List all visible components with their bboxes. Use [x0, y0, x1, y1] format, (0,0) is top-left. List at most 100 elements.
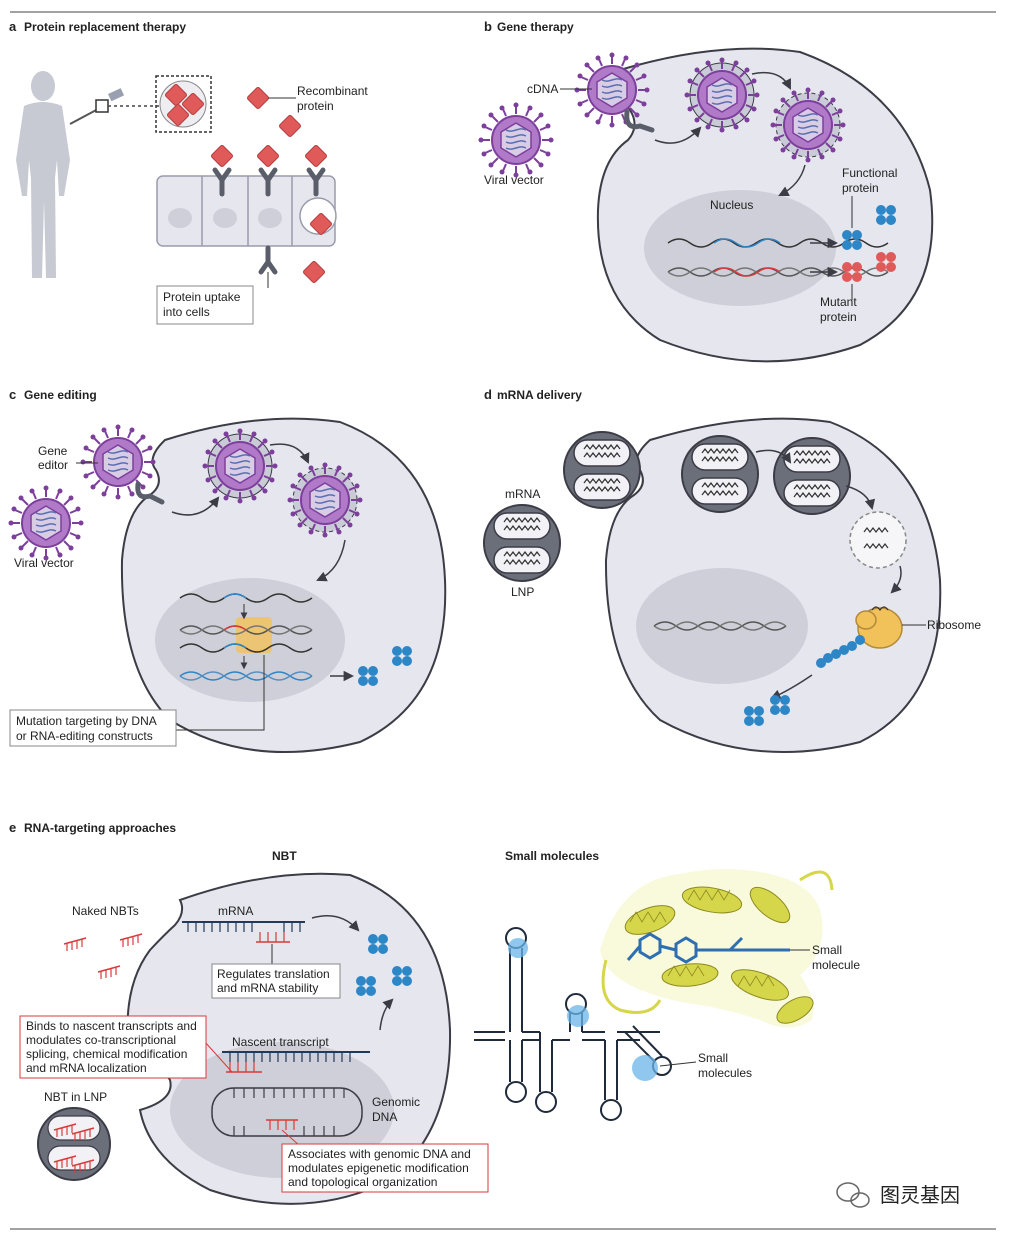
genomic-label-1: Genomic — [372, 1095, 420, 1109]
binds-label-4: and mRNA localization — [26, 1061, 147, 1075]
protein-ribbon-structure — [600, 868, 834, 1028]
panel-d-title: mRNA delivery — [497, 388, 582, 402]
nbt-in-lnp-label: NBT in LNP — [44, 1090, 107, 1104]
ribosome-label: Ribosome — [927, 618, 981, 632]
nucleus — [636, 568, 808, 684]
arrow — [751, 71, 791, 90]
small-molecule-ligand — [626, 932, 790, 964]
cell-layer — [156, 175, 337, 247]
panel-e: e RNA-targeting approaches NBT Small mol… — [9, 820, 960, 1208]
zoom-box — [155, 75, 212, 133]
binds-label-3: splicing, chemical modification — [26, 1047, 187, 1061]
small-molecule-site — [567, 1005, 589, 1027]
lnp-label: LNP — [511, 585, 534, 599]
mrna-strand — [182, 921, 305, 943]
functional-label-1: Functional — [842, 166, 897, 180]
naked-nbts-label: Naked NBTs — [72, 904, 139, 918]
dna-helix — [653, 621, 787, 631]
regulates-callout — [211, 963, 341, 999]
protein-diamond — [278, 114, 302, 138]
small-molecule-site — [508, 938, 528, 958]
panel-a: a Protein replacement therapy Recombinan… — [9, 19, 368, 325]
wechat-icon — [836, 1182, 870, 1208]
uptake-callout — [156, 285, 254, 325]
panel-a-title: Protein replacement therapy — [24, 20, 186, 34]
genomic-label-2: DNA — [372, 1110, 397, 1124]
mrna-label: mRNA — [505, 487, 540, 501]
viral-vector-icon — [477, 101, 555, 179]
viral-vector-icon — [7, 484, 85, 562]
virus-icon — [573, 51, 651, 129]
small-molecule-label-2: molecule — [812, 958, 860, 972]
recombinant-label-1: Recombinant — [297, 84, 368, 98]
small-molecules-label-2: molecules — [698, 1066, 752, 1080]
nbt-icon — [63, 937, 87, 952]
regulates-label-1: Regulates translation — [217, 967, 330, 981]
syringe-icon — [69, 88, 160, 125]
recombinant-protein-icon — [246, 86, 270, 110]
endosome-lnp-icon — [773, 437, 851, 515]
small-molecules-label-1: Small — [698, 1051, 728, 1065]
binds-label-2: modulates co-transcriptional — [26, 1033, 176, 1047]
functional-label-2: protein — [842, 181, 879, 195]
arrow — [890, 565, 902, 594]
mrna-label: mRNA — [218, 904, 253, 918]
nbt-icon — [119, 933, 143, 948]
arrow — [316, 539, 346, 582]
dna-helix — [179, 593, 313, 681]
endosome-virus-icon — [769, 86, 847, 164]
small-molecule-label-1: Small — [812, 943, 842, 957]
panel-d: d mRNA delivery mRNA LNP Ribosome — [483, 387, 981, 753]
protein-diamond — [256, 144, 280, 168]
mutation-label-2: or RNA-editing constructs — [16, 729, 153, 743]
arrow — [845, 485, 876, 511]
endosome-virus-icon — [683, 56, 761, 134]
watermark-text: 图灵基因 — [880, 1184, 960, 1207]
mutation-callout — [9, 709, 177, 747]
mrna-strand — [863, 527, 889, 549]
panel-e-letter: e — [9, 820, 16, 835]
panel-b: b Gene therapy Nucleus cDNA Viral vector — [477, 19, 934, 363]
endosome-virus-icon — [286, 461, 364, 539]
panel-a-letter: a — [9, 19, 17, 34]
associates-label-1: Associates with genomic DNA and — [288, 1147, 471, 1161]
binds-label-1: Binds to nascent transcripts and — [26, 1019, 197, 1033]
associates-label-3: and topological organization — [288, 1175, 437, 1189]
panel-d-letter: d — [484, 387, 492, 402]
arrow — [654, 126, 702, 144]
panel-c-title: Gene editing — [24, 388, 97, 402]
protein-diamond — [210, 144, 234, 168]
small-molecule-site — [632, 1055, 658, 1081]
nbt-header: NBT — [272, 849, 297, 863]
gene-editor-label-1: Gene — [38, 444, 68, 458]
lnp-icon — [563, 431, 641, 509]
cdna-label: cDNA — [527, 82, 558, 96]
panel-b-letter: b — [484, 19, 492, 34]
mutant-label-2: protein — [820, 310, 857, 324]
receptor-icon — [135, 481, 165, 505]
nbt-genomic-icon — [269, 1120, 295, 1130]
endosome-lnp-icon — [681, 435, 759, 513]
uptake-label-2: into cells — [163, 305, 210, 319]
arrow — [778, 164, 806, 196]
mutant-label-1: Mutant — [820, 295, 857, 309]
receptor-icon — [624, 109, 655, 133]
receptor-icon — [261, 248, 275, 272]
regulates-label-2: and mRNA stability — [217, 981, 318, 995]
binds-callout — [19, 1015, 207, 1079]
arrow — [269, 443, 310, 464]
lnp-icon — [483, 504, 561, 582]
arrow — [755, 449, 792, 464]
protein-diamond — [302, 260, 326, 284]
nucleus-label: Nucleus — [710, 198, 753, 212]
genomic-dna-ticks — [233, 1088, 345, 1136]
gene-editor-label-2: editor — [38, 458, 68, 472]
viral-vector-label: Viral vector — [14, 556, 74, 570]
protein-diamond — [304, 144, 328, 168]
arrow — [171, 496, 220, 516]
arrow — [379, 998, 394, 1031]
associates-label-2: modulates epigenetic modification — [288, 1161, 469, 1175]
nascent-label: Nascent transcript — [232, 1035, 329, 1049]
mutation-label-1: Mutation targeting by DNA — [16, 714, 157, 728]
